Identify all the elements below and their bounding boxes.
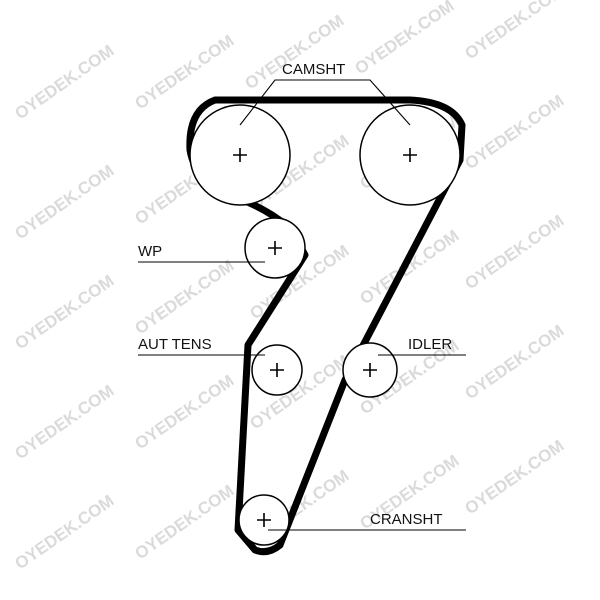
camshaft-pulley-right xyxy=(359,104,461,206)
watermark-text: OYEDEK.COM xyxy=(131,256,237,338)
watermark-text: OYEDEK.COM xyxy=(131,481,237,563)
water-pump-pulley xyxy=(244,217,306,279)
watermark-text: OYEDEK.COM xyxy=(11,271,117,353)
camshaft-pulley-left xyxy=(189,104,291,206)
watermark-text: OYEDEK.COM xyxy=(241,11,347,93)
idler-pulley xyxy=(342,342,398,398)
camshaft-label: CAMSHT xyxy=(282,61,345,78)
watermark-text: OYEDEK.COM xyxy=(11,491,117,573)
water-pump-label: WP xyxy=(138,243,162,260)
watermark-text: OYEDEK.COM xyxy=(11,41,117,123)
watermark-text: OYEDEK.COM xyxy=(461,436,567,518)
auto-tensioner-label: AUT TENS xyxy=(138,336,212,353)
idler-label: IDLER xyxy=(408,336,452,353)
camshaft-leader xyxy=(239,79,411,126)
watermark-text: OYEDEK.COM xyxy=(356,226,462,308)
watermark-text: OYEDEK.COM xyxy=(351,0,457,78)
watermark-text: OYEDEK.COM xyxy=(461,211,567,293)
watermark-text: OYEDEK.COM xyxy=(461,91,567,173)
auto-tensioner-pulley xyxy=(251,344,303,396)
leader-lines xyxy=(138,79,466,531)
watermark-text: OYEDEK.COM xyxy=(461,321,567,403)
watermark-text: OYEDEK.COM xyxy=(131,371,237,453)
crankshaft-label: CRANSHT xyxy=(370,511,443,528)
watermark-text: OYEDEK.COM xyxy=(461,0,567,63)
watermark-text: OYEDEK.COM xyxy=(11,161,117,243)
watermark-text: OYEDEK.COM xyxy=(11,381,117,463)
crankshaft-pulley xyxy=(238,494,290,546)
